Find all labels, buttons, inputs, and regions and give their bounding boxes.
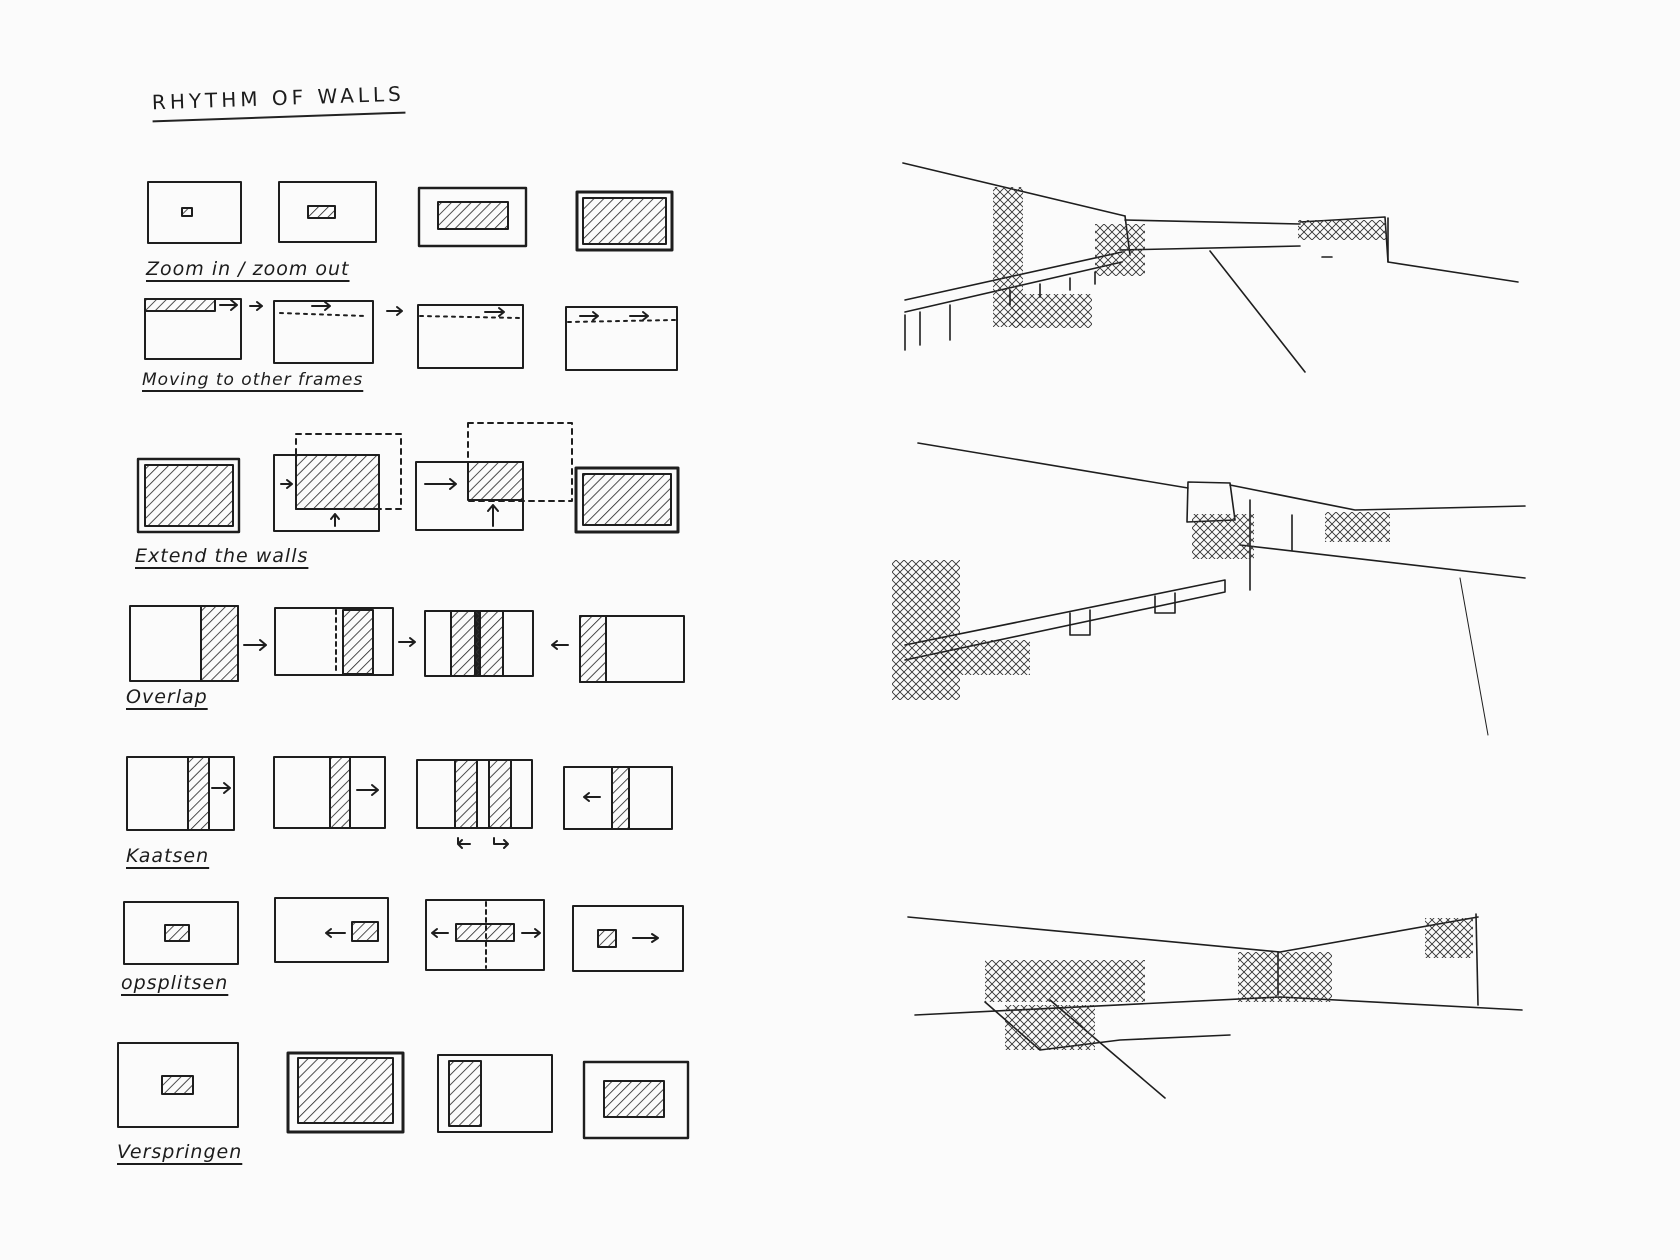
caption-overlap: Overlap xyxy=(126,686,208,708)
row-extend-frames xyxy=(136,422,680,534)
caption-zoom: Zoom in / zoom out xyxy=(146,258,350,280)
row-kaatsen-frames xyxy=(126,756,673,849)
caption-opsplitsen: opsplitsen xyxy=(121,972,229,994)
caption-verspringen: Verspringen xyxy=(117,1141,243,1163)
perspective-sketch-2 xyxy=(892,442,1526,736)
perspective-sketch-3 xyxy=(907,913,1523,1099)
row-opsplitsen-frames xyxy=(123,897,684,972)
row-zoom-frames xyxy=(147,181,674,252)
caption-extend: Extend the walls xyxy=(135,545,309,567)
row-overlap-frames xyxy=(129,605,685,683)
row-verspringen-frames xyxy=(117,1042,690,1140)
caption-kaatsen: Kaatsen xyxy=(126,845,210,867)
caption-moving: Moving to other frames xyxy=(142,370,364,390)
row-moving-frames xyxy=(144,298,678,371)
perspective-sketch-1 xyxy=(902,162,1519,373)
